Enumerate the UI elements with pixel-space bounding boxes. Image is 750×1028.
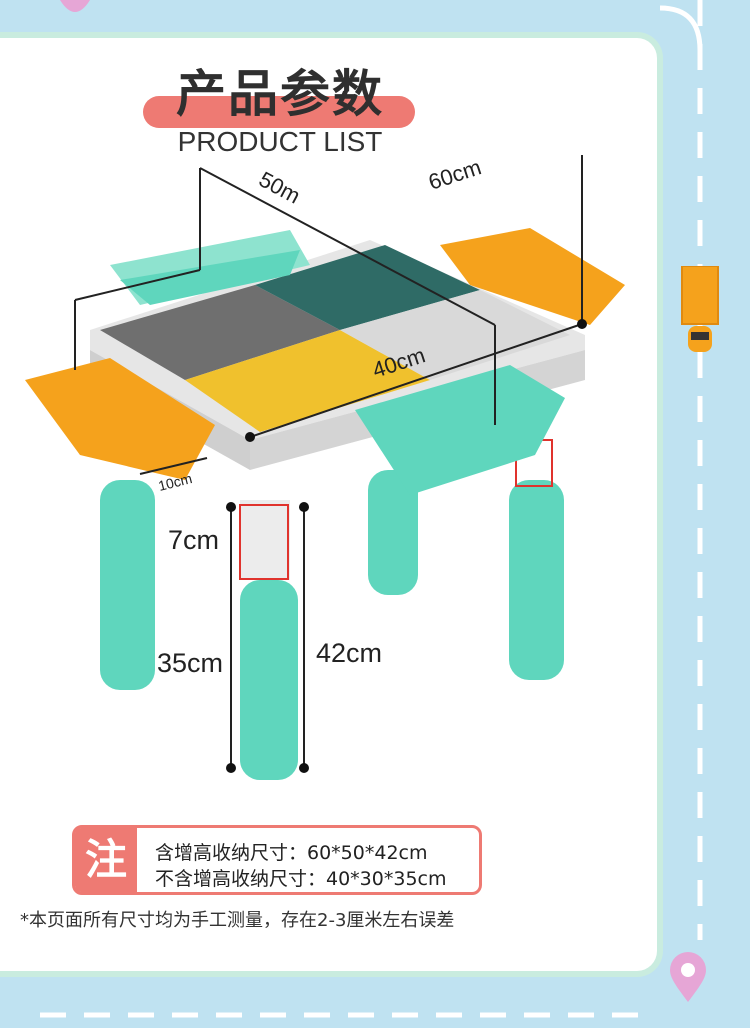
title-pill (143, 96, 415, 128)
size-note-box: 注 含增高收纳尺寸：60*50*42cm 不含增高收纳尺寸：40*30*35cm (72, 825, 482, 895)
riser-dimension-label: 7cm (168, 525, 220, 555)
measurement-footnote: *本页面所有尺寸均为手工测量，存在2-3厘米左右误差 (20, 910, 455, 931)
leg-dimension-label: 35cm (157, 648, 224, 678)
note-badge: 注 (75, 828, 137, 892)
location-pin-icon (670, 952, 706, 1002)
note-line-with-riser: 含增高收纳尺寸：60*50*42cm (155, 842, 428, 864)
page-subtitle: PRODUCT LIST (177, 126, 383, 157)
note-line-without-riser: 不含增高收纳尺寸：40*30*35cm (155, 868, 447, 890)
pin-icon-top (60, 0, 90, 12)
total-height-label: 42cm (316, 638, 383, 668)
page-title: 产品参数 (176, 65, 384, 123)
truck-icon (681, 266, 719, 352)
table-illustration (25, 155, 625, 780)
